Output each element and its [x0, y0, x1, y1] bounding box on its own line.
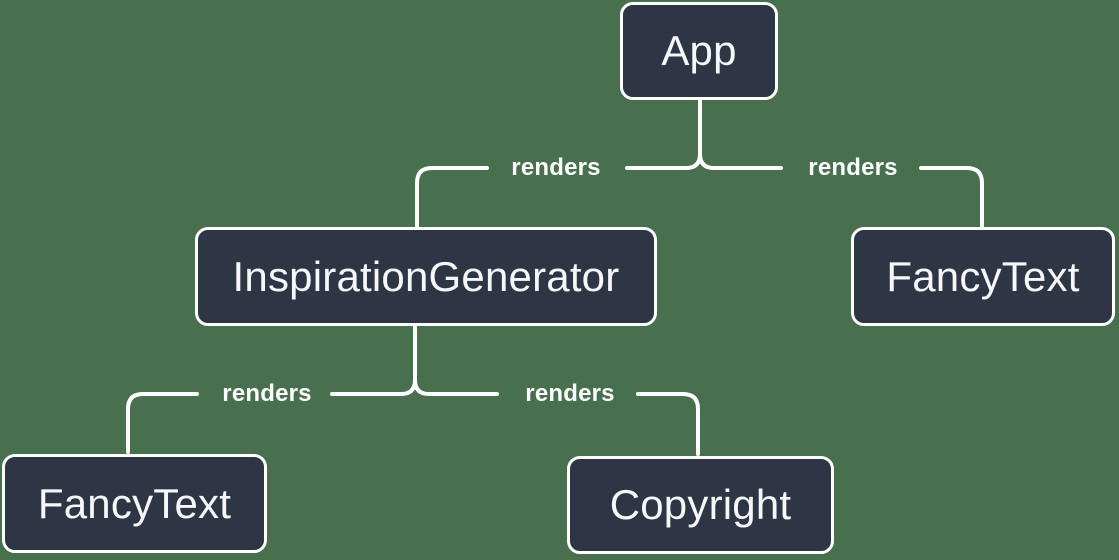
node-copyright: Copyright [567, 456, 834, 554]
edge-label-ig-renders-fancy-text: renders [222, 380, 312, 407]
node-inspiration-generator: InspirationGenerator [195, 227, 657, 326]
edge-label-app-renders-fancy-text: renders [808, 154, 898, 181]
edge-drop-fancy-text-right [919, 166, 984, 228]
edge-label-app-renders-inspiration-generator: renders [511, 154, 601, 181]
node-fancy-text-right: FancyText [851, 227, 1115, 326]
edge-drop-inspiration-generator [415, 166, 489, 228]
node-fancy-text-left-label: FancyText [37, 479, 232, 527]
node-app-label: App [661, 27, 737, 74]
edge-label-ig-renders-copyright: renders [525, 380, 615, 407]
node-app: App [620, 2, 778, 100]
node-fancy-text-left: FancyText [2, 454, 267, 553]
edge-drop-fancy-text-left [126, 392, 199, 454]
edge-drop-copyright [636, 392, 700, 456]
node-inspiration-generator-label: InspirationGenerator [232, 252, 620, 300]
edge-ig-fork-right [413, 325, 499, 396]
edge-app-fork-right [698, 99, 783, 170]
edge-app-fork-left [625, 99, 702, 170]
node-fancy-text-right-label: FancyText [886, 252, 1080, 300]
node-copyright-label: Copyright [609, 481, 792, 528]
edge-ig-fork-left [330, 325, 417, 396]
